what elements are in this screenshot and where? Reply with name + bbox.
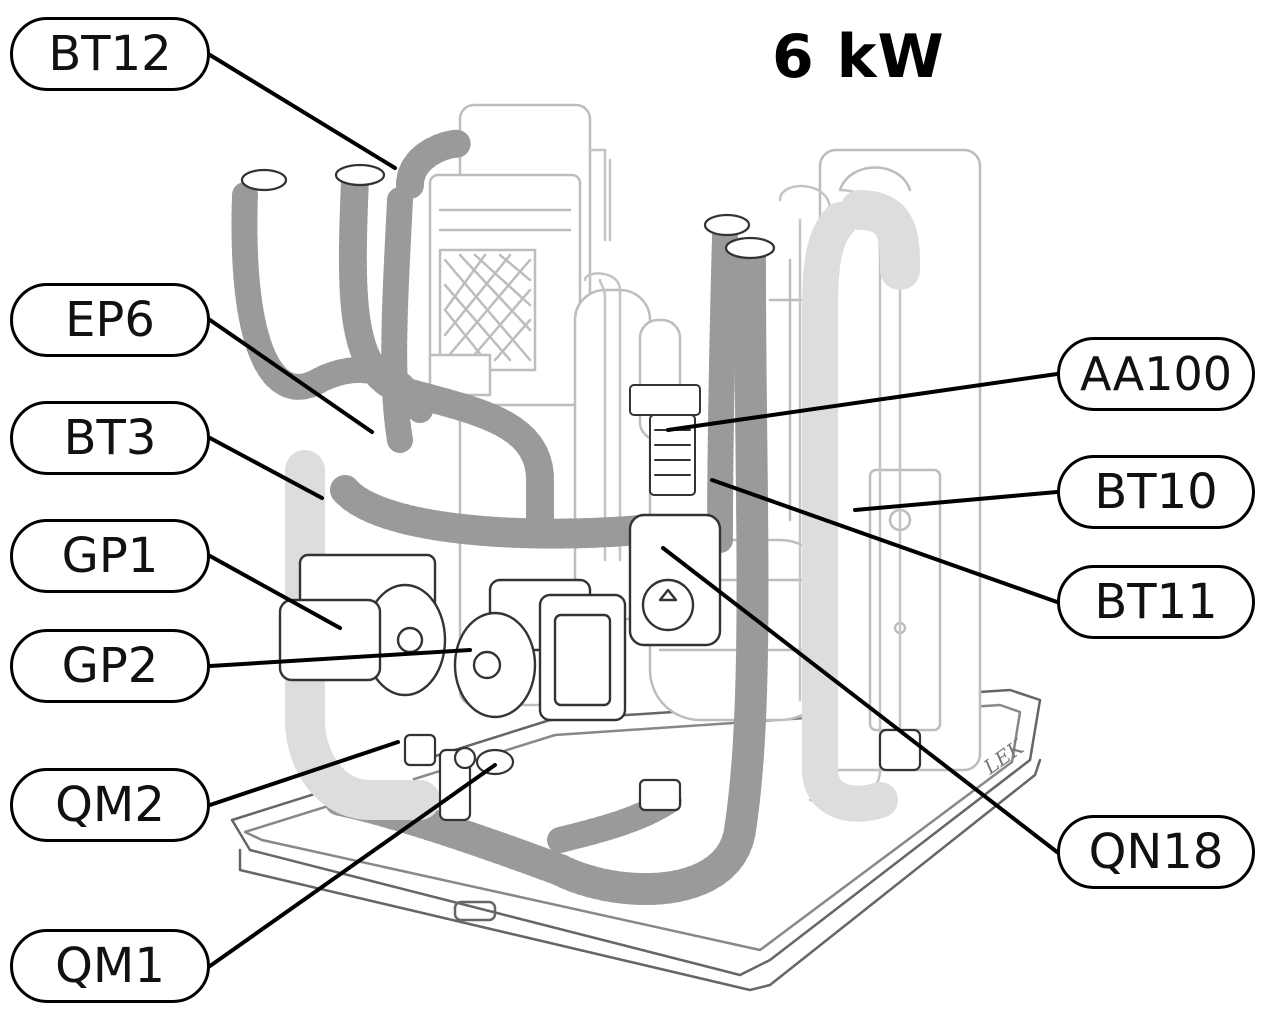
leader-bt11 — [710, 478, 1059, 604]
leader-qm2 — [208, 740, 400, 807]
label-qn18: QN18 — [1057, 815, 1255, 889]
label-qm1: QM1 — [10, 929, 210, 1003]
leader-bt12 — [208, 53, 397, 170]
label-ep6: EP6 — [10, 283, 210, 357]
label-gp2: GP2 — [10, 629, 210, 703]
label-bt10: BT10 — [1057, 455, 1255, 529]
rear-heat-exchanger — [428, 103, 592, 707]
label-aa100: AA100 — [1057, 337, 1255, 411]
hose-caps — [240, 163, 776, 260]
leader-aa100 — [666, 372, 1059, 432]
leader-qn18 — [661, 546, 1059, 854]
terminal-aa100 — [629, 384, 701, 496]
leader-bt3 — [208, 436, 324, 500]
capacity-title: 6 kW — [772, 22, 945, 92]
label-bt12: BT12 — [10, 17, 210, 91]
leader-lines — [208, 53, 1059, 968]
leader-gp1 — [208, 554, 342, 630]
label-bt11: BT11 — [1057, 565, 1255, 639]
label-gp1: GP1 — [10, 519, 210, 593]
leader-ep6 — [208, 318, 374, 434]
pump-gp1 — [278, 553, 447, 697]
leader-gp2 — [208, 648, 472, 668]
valve-qn18 — [628, 513, 722, 647]
label-bt3: BT3 — [10, 401, 210, 475]
leader-bt10 — [853, 490, 1059, 512]
pump-gp2 — [453, 578, 627, 722]
leader-qm1 — [208, 763, 497, 968]
label-qm2: QM2 — [10, 768, 210, 842]
valves-qm — [403, 728, 922, 822]
